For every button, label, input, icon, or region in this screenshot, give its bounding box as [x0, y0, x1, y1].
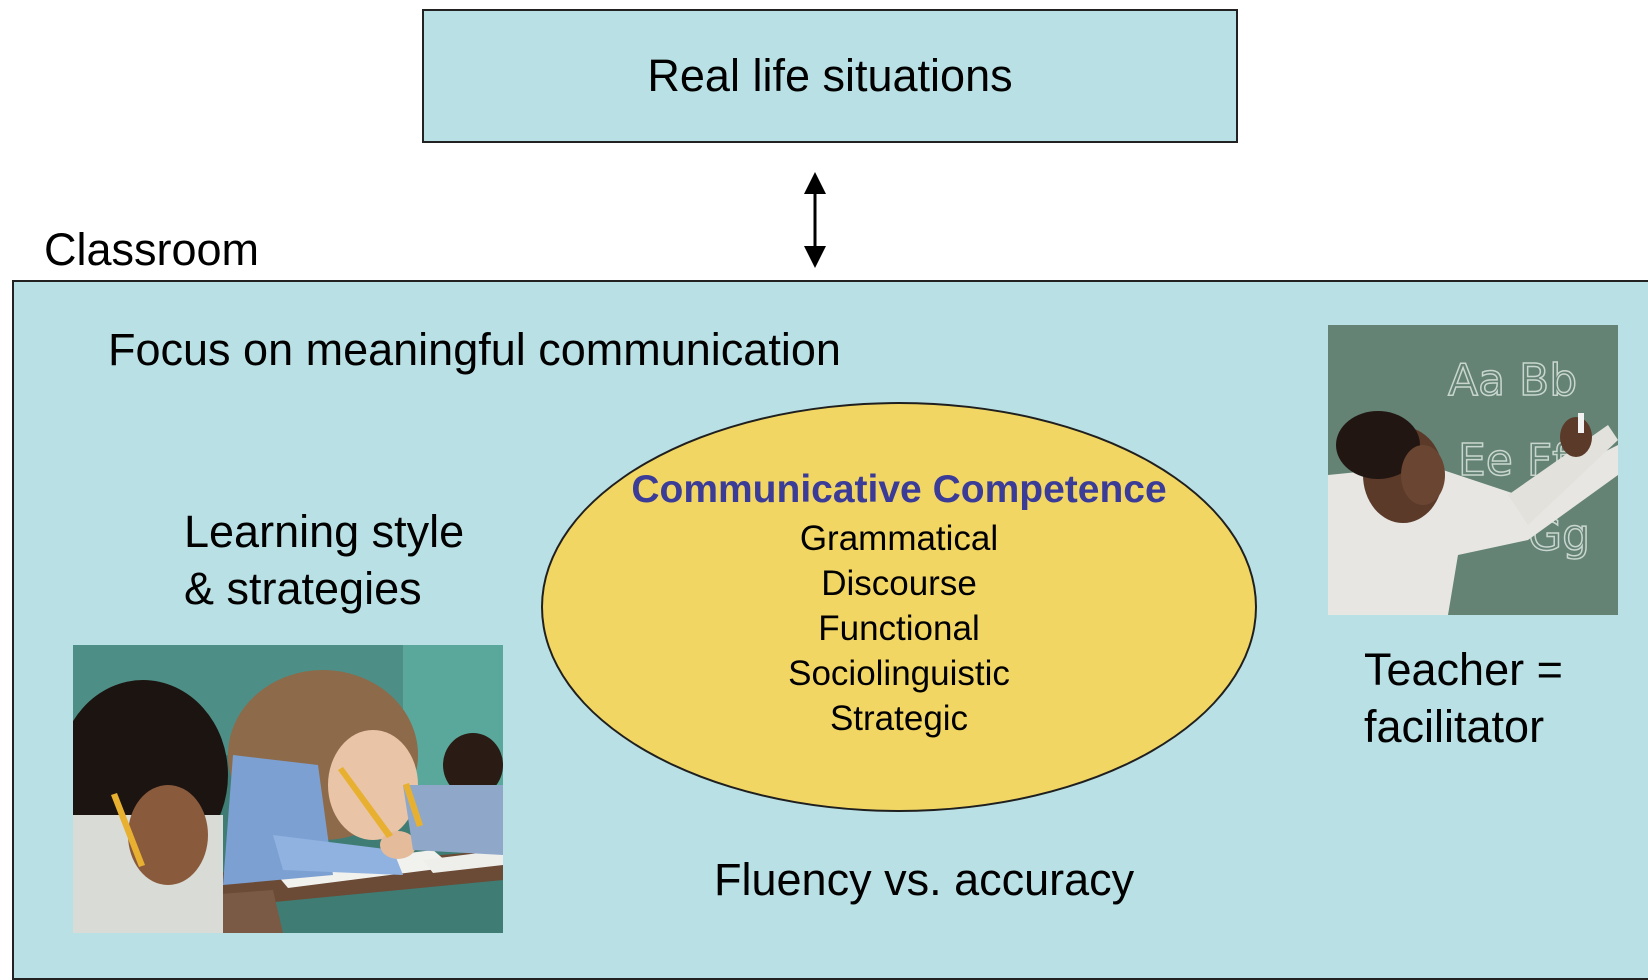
learning-style-line-1: Learning style	[184, 506, 465, 557]
teacher-line-2: facilitator	[1364, 701, 1545, 752]
communicative-competence-title: Communicative Competence	[631, 467, 1167, 511]
competence-item-discourse: Discourse	[821, 563, 977, 603]
fluency-vs-accuracy: Fluency vs. accuracy	[714, 854, 1135, 905]
competence-item-grammatical: Grammatical	[799, 518, 999, 558]
focus-statement: Focus on meaningful communication	[108, 324, 841, 375]
classroom-label: Classroom	[44, 224, 260, 275]
competence-item-sociolinguistic: Sociolinguistic	[788, 653, 1010, 693]
communicative-competence-ellipse: Communicative Competence Grammatical Dis…	[541, 402, 1257, 812]
real-life-situations-label: Real life situations	[647, 50, 1013, 101]
teacher-line-1: Teacher =	[1364, 644, 1563, 695]
competence-item-functional: Functional	[818, 608, 980, 648]
real-life-situations-box: Real life situations	[422, 9, 1238, 143]
teacher-at-chalkboard-photo: Aa Bb Ee Ff Gg	[1328, 325, 1618, 615]
svg-text:Aa Bb: Aa Bb	[1448, 355, 1577, 406]
competence-item-strategic: Strategic	[829, 698, 969, 738]
learning-style-line-2: & strategies	[184, 563, 422, 614]
students-writing-photo	[73, 645, 503, 933]
learning-style-text: Learning style & strategies	[184, 503, 464, 617]
double-headed-vertical-arrow-icon	[804, 172, 826, 268]
teacher-facilitator-text: Teacher = facilitator	[1364, 641, 1563, 755]
